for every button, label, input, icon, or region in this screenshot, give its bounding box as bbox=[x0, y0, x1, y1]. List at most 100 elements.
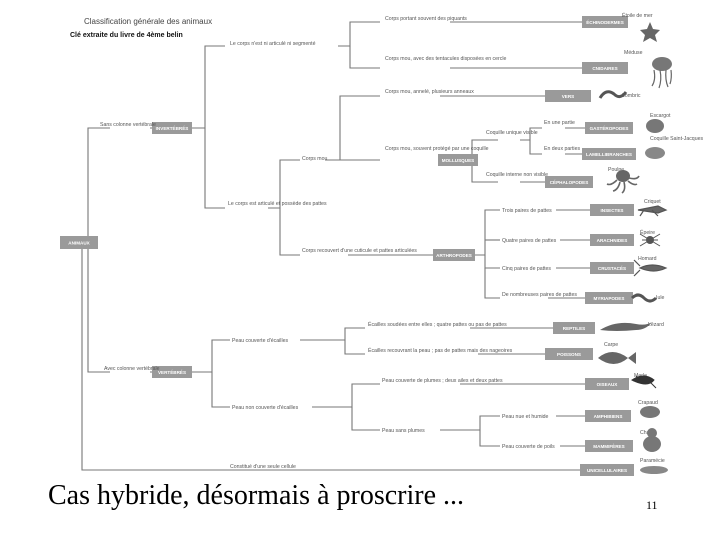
crit-cinq-paires: Cinq paires de pattes bbox=[502, 266, 551, 272]
lizard-icon bbox=[600, 322, 652, 331]
species-epeire: Épeire bbox=[640, 229, 655, 236]
species-meduse: Méduse bbox=[624, 50, 643, 56]
species-homard: Homard bbox=[638, 256, 657, 262]
group-amphibiens: AMPHIBIENS bbox=[585, 410, 631, 422]
group-crustaces: CRUSTACÉS bbox=[590, 262, 634, 274]
species-iule: Iule bbox=[656, 295, 664, 301]
crit-peau-non-ecailles: Peau non couverte d'écailles bbox=[232, 405, 299, 411]
crit-corps-articule: Le corps est articulé et possède des pat… bbox=[228, 201, 327, 207]
svg-text:ÉCHINODERMES: ÉCHINODERMES bbox=[586, 18, 624, 25]
svg-text:INSECTES: INSECTES bbox=[601, 208, 624, 213]
grasshopper-icon bbox=[637, 205, 668, 217]
bird-icon bbox=[631, 375, 657, 389]
fish-icon bbox=[598, 352, 636, 364]
octopus-icon bbox=[606, 170, 640, 194]
group-gasteropodes: GASTÉROPODES bbox=[585, 122, 633, 134]
species-escargot: Escargot bbox=[650, 113, 671, 119]
crit-corps-non-articule: Le corps n'est ni articulé ni segmenté bbox=[230, 41, 316, 47]
worm-icon bbox=[598, 90, 628, 99]
spider-icon bbox=[639, 233, 661, 247]
crit-peau-ecailles: Peau couverte d'écailles bbox=[232, 338, 288, 344]
starfish-icon bbox=[640, 22, 660, 42]
svg-text:GASTÉROPODES: GASTÉROPODES bbox=[590, 124, 629, 131]
diagram-subtitle: Clé extraite du livre de 4ème belin bbox=[70, 32, 183, 39]
crit-peau-nue: Peau nue et humide bbox=[502, 414, 549, 420]
group-myriapodes: MYRIAPODES bbox=[585, 292, 633, 304]
crit-avec-colonne: Avec colonne vertébrale bbox=[104, 366, 160, 372]
diagram-title: Classification générale des animaux bbox=[84, 17, 212, 26]
svg-text:VERTÉBRÉS: VERTÉBRÉS bbox=[158, 368, 186, 375]
svg-text:CNIDAIRES: CNIDAIRES bbox=[592, 66, 617, 71]
jellyfish-icon bbox=[651, 57, 672, 89]
crit-piquants: Corps portant souvent des piquants bbox=[385, 16, 467, 22]
cat-icon bbox=[643, 428, 661, 452]
svg-text:ANIMAUX: ANIMAUX bbox=[68, 241, 90, 246]
svg-text:CÉPHALOPODES: CÉPHALOPODES bbox=[550, 178, 589, 185]
millipede-icon bbox=[630, 293, 658, 303]
crit-plumes: Peau couverte de plumes ; deux ailes et … bbox=[382, 378, 503, 384]
svg-text:ARACHNIDES: ARACHNIDES bbox=[597, 238, 628, 243]
crit-coquille-interne: Coquille interne non visible bbox=[486, 172, 548, 178]
svg-text:ARTHROPODES: ARTHROPODES bbox=[436, 253, 472, 258]
crit-sans-plumes: Peau sans plumes bbox=[382, 428, 425, 434]
group-unicellulaires: UNICELLULAIRES bbox=[580, 464, 634, 476]
group-vertebres: VERTÉBRÉS bbox=[152, 366, 192, 378]
species-etoile: Étoile de mer bbox=[622, 12, 653, 19]
svg-text:REPTILES: REPTILES bbox=[563, 326, 585, 331]
svg-text:MYRIAPODES: MYRIAPODES bbox=[594, 296, 625, 301]
group-vers: VERS bbox=[545, 90, 591, 102]
group-invertebres: INVERTÉBRÉS bbox=[152, 122, 192, 134]
group-arachnides: ARACHNIDES bbox=[590, 234, 634, 246]
svg-text:MAMMIFÈRES: MAMMIFÈRES bbox=[593, 442, 624, 449]
scallop-icon bbox=[645, 147, 665, 159]
lobster-icon bbox=[633, 259, 668, 277]
crit-ecailles-nageoires: Écailles recouvrant la peau ; pas de pat… bbox=[368, 347, 513, 354]
criteria-labels: Sans colonne vertébrale Avec colonne ver… bbox=[100, 16, 580, 470]
toad-icon bbox=[640, 406, 660, 418]
group-poissons: POISSONS bbox=[545, 348, 593, 360]
snail-icon bbox=[646, 119, 664, 133]
species-coquille: Coquille Saint-Jacques bbox=[650, 136, 703, 142]
crit-quatre-paires: Quatre paires de pattes bbox=[502, 238, 557, 244]
species-crapaud: Crapaud bbox=[638, 400, 658, 406]
group-insectes: INSECTES bbox=[590, 204, 634, 216]
diagram-panel bbox=[58, 6, 678, 478]
svg-text:OISEAUX: OISEAUX bbox=[597, 382, 619, 387]
group-cnidaires: CNIDAIRES bbox=[582, 62, 628, 74]
crit-coquille-visible: Coquille unique visible bbox=[486, 130, 538, 136]
root-box: ANIMAUX bbox=[60, 236, 98, 249]
svg-text:LAMELLIBRANCHES: LAMELLIBRANCHES bbox=[586, 152, 632, 157]
animal-illustrations bbox=[598, 22, 672, 474]
svg-text:INVERTÉBRÉS: INVERTÉBRÉS bbox=[156, 124, 189, 131]
svg-text:CRUSTACÉS: CRUSTACÉS bbox=[598, 264, 626, 271]
group-oiseaux: OISEAUX bbox=[585, 378, 629, 390]
crit-peau-poils: Peau couverte de poils bbox=[502, 444, 555, 450]
species-lombric: Lombric bbox=[622, 93, 641, 99]
svg-text:AMPHIBIENS: AMPHIBIENS bbox=[594, 414, 623, 419]
crit-annele: Corps mou, annelé, plusieurs anneaux bbox=[385, 89, 474, 95]
species-lezard: Lézard bbox=[648, 322, 664, 328]
slide-caption: Cas hybride, désormais à proscrire ... bbox=[48, 480, 464, 511]
svg-text:VERS: VERS bbox=[562, 94, 575, 99]
species-chat: Chat bbox=[640, 430, 652, 436]
species-criquet: Criquet bbox=[644, 199, 661, 205]
group-reptiles: REPTILES bbox=[553, 322, 595, 334]
species-carpe: Carpe bbox=[604, 342, 618, 348]
page-number: 11 bbox=[646, 498, 658, 512]
crit-coquille: Corps mou, souvent protégé par une coqui… bbox=[385, 146, 489, 152]
species-paramecie: Paramécie bbox=[640, 458, 665, 464]
crit-cellule-unique: Constitué d'une seule cellule bbox=[230, 464, 296, 470]
crit-nombreuses-paires: De nombreuses paires de pattes bbox=[502, 292, 577, 298]
crit-ecailles-soudees: Écailles soudées entre elles ; quatre pa… bbox=[368, 321, 507, 328]
crit-trois-paires: Trois paires de pattes bbox=[502, 208, 552, 214]
group-mammiferes: MAMMIFÈRES bbox=[585, 440, 633, 452]
crit-tentacules: Corps mou, avec des tentacules disposées… bbox=[385, 56, 507, 62]
crit-deux-parties: En deux parties bbox=[544, 146, 580, 152]
species-poulpe: Poulpe bbox=[608, 167, 624, 173]
group-echinodermes: ÉCHINODERMES bbox=[582, 16, 628, 28]
group-mollusques: MOLLUSQUES bbox=[438, 154, 478, 166]
group-lamellibranches: LAMELLIBRANCHES bbox=[582, 148, 636, 160]
crit-une-partie: En une partie bbox=[544, 120, 575, 126]
crit-pattes-articulees: Corps recouvert d'une cuticule et pattes… bbox=[302, 248, 417, 254]
